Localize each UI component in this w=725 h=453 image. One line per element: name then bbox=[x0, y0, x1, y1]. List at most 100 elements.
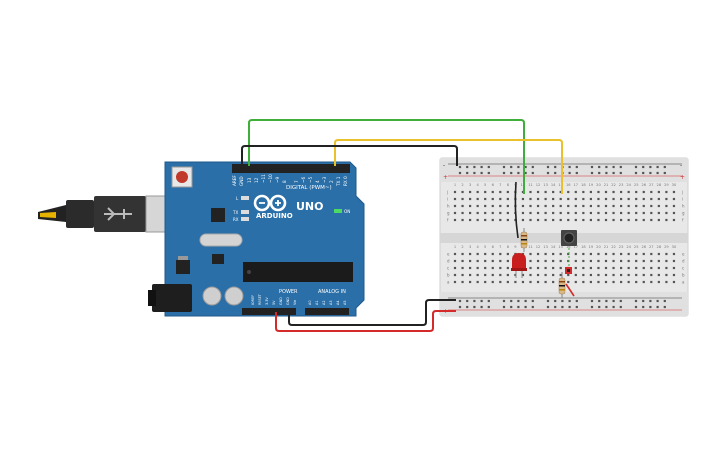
breadboard-hole[interactable] bbox=[567, 280, 570, 284]
breadboard-hole[interactable] bbox=[544, 259, 547, 263]
breadboard-hole[interactable] bbox=[529, 280, 532, 284]
breadboard-hole[interactable] bbox=[499, 266, 502, 270]
breadboard-hole[interactable] bbox=[453, 204, 457, 208]
breadboard-hole[interactable] bbox=[544, 218, 547, 222]
breadboard-hole[interactable] bbox=[589, 273, 592, 277]
rail-hole[interactable] bbox=[531, 165, 534, 169]
breadboard-hole[interactable] bbox=[604, 259, 608, 263]
wire-black-led[interactable] bbox=[514, 181, 519, 239]
breadboard-hole[interactable] bbox=[635, 218, 638, 222]
breadboard-hole[interactable] bbox=[506, 273, 509, 277]
rail-hole[interactable] bbox=[656, 299, 659, 303]
breadboard-hole[interactable] bbox=[597, 190, 600, 194]
breadboard-hole[interactable] bbox=[672, 273, 676, 277]
breadboard-hole[interactable] bbox=[453, 197, 457, 201]
breadboard-hole[interactable] bbox=[461, 259, 464, 263]
rail-hole[interactable] bbox=[531, 299, 534, 303]
resistor-led[interactable] bbox=[520, 228, 528, 252]
wire-red-bottom[interactable] bbox=[275, 310, 456, 332]
breadboard-hole[interactable] bbox=[476, 266, 479, 270]
breadboard-hole[interactable] bbox=[650, 211, 653, 215]
breadboard-hole[interactable] bbox=[521, 218, 525, 222]
breadboard-hole[interactable] bbox=[597, 252, 600, 256]
rail-hole[interactable] bbox=[642, 305, 645, 309]
breadboard-hole[interactable] bbox=[604, 204, 608, 208]
breadboard-hole[interactable] bbox=[559, 190, 562, 194]
breadboard-hole[interactable] bbox=[461, 280, 464, 284]
breadboard-hole[interactable] bbox=[665, 273, 668, 277]
breadboard-hole[interactable] bbox=[491, 259, 494, 263]
breadboard-hole[interactable] bbox=[657, 280, 660, 284]
breadboard-hole[interactable] bbox=[665, 190, 668, 194]
rail-hole[interactable] bbox=[605, 165, 608, 169]
breadboard-hole[interactable] bbox=[567, 218, 570, 222]
breadboard-hole[interactable] bbox=[574, 280, 577, 284]
breadboard-hole[interactable] bbox=[597, 197, 600, 201]
breadboard-hole[interactable] bbox=[582, 280, 585, 284]
breadboard-hole[interactable] bbox=[620, 204, 623, 208]
breadboard-hole[interactable] bbox=[529, 197, 532, 201]
breadboard-hole[interactable] bbox=[650, 259, 653, 263]
breadboard-hole[interactable] bbox=[597, 280, 600, 284]
breadboard-hole[interactable] bbox=[529, 190, 532, 194]
rail-hole[interactable] bbox=[480, 171, 483, 175]
breadboard-hole[interactable] bbox=[506, 218, 509, 222]
rail-hole[interactable] bbox=[510, 165, 513, 169]
rail-hole[interactable] bbox=[590, 165, 594, 169]
breadboard-hole[interactable] bbox=[604, 197, 608, 201]
breadboard-hole[interactable] bbox=[635, 259, 638, 263]
breadboard-hole[interactable] bbox=[514, 273, 517, 277]
rail-hole[interactable] bbox=[524, 171, 527, 175]
rail-hole[interactable] bbox=[656, 305, 659, 309]
breadboard-hole[interactable] bbox=[567, 190, 570, 194]
rail-hole[interactable] bbox=[466, 299, 469, 303]
rail-hole[interactable] bbox=[642, 165, 645, 169]
rail-hole[interactable] bbox=[510, 299, 513, 303]
rail-hole[interactable] bbox=[634, 171, 638, 175]
breadboard-hole[interactable] bbox=[491, 211, 494, 215]
breadboard-hole[interactable] bbox=[453, 259, 457, 263]
rail-hole[interactable] bbox=[466, 171, 469, 175]
breadboard-hole[interactable] bbox=[620, 218, 623, 222]
breadboard-hole[interactable] bbox=[461, 211, 464, 215]
rail-hole[interactable] bbox=[634, 165, 638, 169]
breadboard-hole[interactable] bbox=[612, 190, 615, 194]
breadboard-hole[interactable] bbox=[597, 259, 600, 263]
breadboard-hole[interactable] bbox=[635, 190, 638, 194]
breadboard-hole[interactable] bbox=[521, 190, 525, 194]
rail-hole[interactable] bbox=[531, 171, 534, 175]
breadboard-hole[interactable] bbox=[536, 280, 540, 284]
breadboard-hole[interactable] bbox=[620, 252, 623, 256]
breadboard-hole[interactable] bbox=[604, 273, 608, 277]
breadboard-hole[interactable] bbox=[665, 266, 668, 270]
breadboard-hole[interactable] bbox=[612, 273, 615, 277]
breadboard-hole[interactable] bbox=[469, 197, 472, 201]
breadboard-hole[interactable] bbox=[582, 252, 585, 256]
breadboard-hole[interactable] bbox=[582, 197, 585, 201]
breadboard-hole[interactable] bbox=[574, 190, 577, 194]
breadboard-hole[interactable] bbox=[529, 273, 532, 277]
rail-hole[interactable] bbox=[458, 305, 462, 309]
breadboard-hole[interactable] bbox=[552, 211, 555, 215]
breadboard-hole[interactable] bbox=[484, 211, 487, 215]
breadboard-hole[interactable] bbox=[657, 273, 660, 277]
breadboard-hole[interactable] bbox=[642, 280, 645, 284]
breadboard-hole[interactable] bbox=[544, 280, 547, 284]
breadboard-hole[interactable] bbox=[665, 218, 668, 222]
breadboard-hole[interactable] bbox=[552, 259, 555, 263]
breadboard-hole[interactable] bbox=[589, 252, 592, 256]
breadboard-hole[interactable] bbox=[491, 190, 494, 194]
rail-hole[interactable] bbox=[590, 171, 594, 175]
breadboard-hole[interactable] bbox=[552, 252, 555, 256]
rail-hole[interactable] bbox=[487, 305, 490, 309]
breadboard-hole[interactable] bbox=[469, 252, 472, 256]
breadboard-hole[interactable] bbox=[491, 197, 494, 201]
red-led[interactable] bbox=[511, 253, 527, 278]
breadboard-hole[interactable] bbox=[521, 273, 525, 277]
breadboard-hole[interactable] bbox=[536, 273, 540, 277]
rail-hole[interactable] bbox=[605, 171, 608, 175]
rail-hole[interactable] bbox=[568, 299, 571, 303]
breadboard-hole[interactable] bbox=[612, 259, 615, 263]
breadboard-hole[interactable] bbox=[657, 259, 660, 263]
rail-hole[interactable] bbox=[598, 299, 601, 303]
